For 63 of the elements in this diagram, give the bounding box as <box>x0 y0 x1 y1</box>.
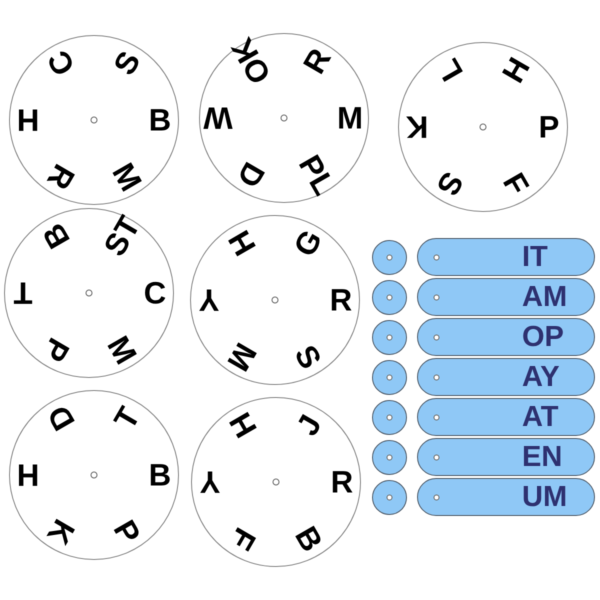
word-strip <box>417 438 595 476</box>
wheel-letter: H <box>224 407 262 442</box>
word-strip <box>417 278 595 316</box>
wheel-letter: ST <box>98 210 146 261</box>
wheel-letter: S <box>431 167 469 201</box>
wheel-letter: F <box>224 523 262 556</box>
wheel-letter: P <box>37 333 75 367</box>
word-strip <box>417 318 595 356</box>
wheel-letter: D <box>42 400 80 436</box>
word-ending: IT <box>522 243 548 272</box>
wheel-letter: H <box>16 460 40 490</box>
wheel-letter: L <box>432 54 468 86</box>
small-disc <box>372 320 406 354</box>
wheel-letter: P <box>108 515 146 549</box>
wheel-letter: H <box>16 104 40 136</box>
wheel-letter: C <box>144 278 166 308</box>
small-disc <box>372 280 406 314</box>
word-ending: UM <box>522 483 568 512</box>
wheel-letter: F <box>498 168 534 200</box>
wheel-letter: H <box>496 52 536 88</box>
wheel-letter: B <box>148 460 172 490</box>
word-ending: AY <box>522 363 560 392</box>
wheel-letter: S <box>289 340 327 374</box>
word-ending: EN <box>522 443 562 472</box>
wheel-letter: H <box>222 225 262 260</box>
wheel-letter: M <box>102 331 142 370</box>
word-strip <box>417 358 595 396</box>
small-disc <box>372 480 406 514</box>
wheel-letter: M <box>337 102 363 134</box>
wheel-letter: R <box>330 466 354 498</box>
wheel-letter: PL <box>294 150 340 200</box>
wheel-letter: OK <box>226 32 276 89</box>
word-ending: AT <box>522 403 559 432</box>
wheel-letter: B <box>290 522 328 557</box>
wheel-letter: Y <box>198 284 220 316</box>
small-disc <box>372 400 406 434</box>
wheel-letter: T <box>14 278 32 308</box>
word-strip <box>417 478 595 516</box>
wheel-letter: D <box>232 158 270 193</box>
wheel-letter: B <box>36 218 76 254</box>
wheel-letter: K <box>42 514 80 550</box>
wheel-letter: M <box>222 338 262 376</box>
wheel-letter: W <box>203 102 233 134</box>
word-strip <box>417 398 595 436</box>
word-strip <box>417 238 595 276</box>
wheel-letter: Y <box>200 466 220 498</box>
wheel-letter: G <box>288 224 328 262</box>
word-ending: AM <box>522 283 568 312</box>
wheel-letter: T <box>108 402 146 434</box>
wheel-letter: S <box>108 46 146 80</box>
small-disc <box>372 360 406 394</box>
wheel-letter: J <box>291 410 327 440</box>
word-ending: OP <box>522 323 564 352</box>
wheel-letter: R <box>330 284 352 316</box>
small-disc <box>372 240 406 274</box>
wheel-letter: P <box>538 112 560 142</box>
wheel-letter: C <box>42 45 80 80</box>
wheel-letter: B <box>148 104 172 136</box>
wheel-letter: M <box>107 158 147 196</box>
small-disc <box>372 440 406 474</box>
wheel-letter: R <box>298 43 336 78</box>
wheel-letter: K <box>406 112 428 142</box>
wheel-letter: R <box>42 160 80 195</box>
